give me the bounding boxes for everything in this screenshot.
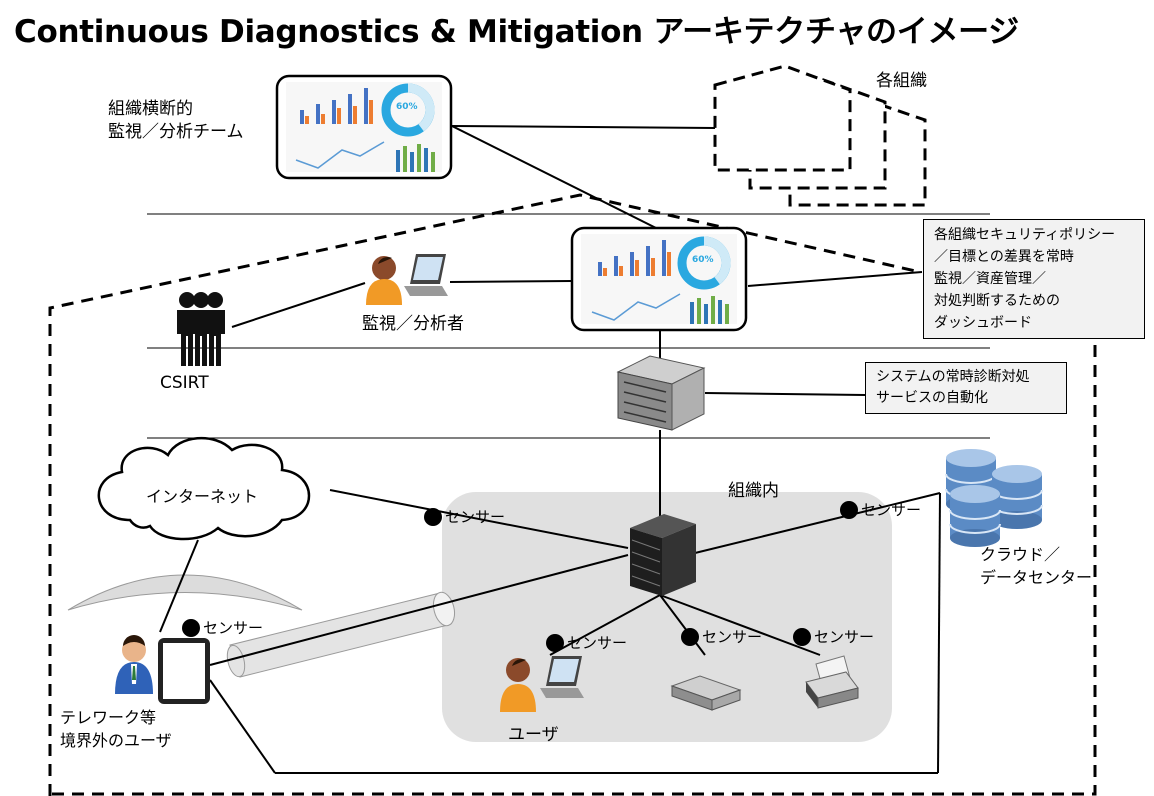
business-person-icon	[115, 635, 153, 694]
internal-label: 組織内	[728, 481, 779, 501]
cross-org-team-label: 組織横断的 監視／分析チーム	[108, 99, 244, 142]
telework-arc	[67, 574, 303, 611]
storage-device-icon	[670, 675, 742, 711]
dashboard-callout: 各組織セキュリティポリシー ／目標との差異を常時 監視／資産管理／ 対処判断する…	[923, 219, 1145, 339]
sensor-dot-4	[546, 634, 564, 652]
sensor-dot-3	[182, 619, 200, 637]
page-title: Continuous Diagnostics & Mitigation アーキテ…	[14, 14, 1019, 50]
sensor-dot-6	[793, 628, 811, 646]
automation-callout: システムの常時診断対処 サービスの自動化	[865, 362, 1067, 414]
org-boundary-dashed	[48, 193, 921, 796]
sensor-dot-2	[840, 501, 858, 519]
each-org-label: 各組織	[876, 71, 927, 91]
person-laptop-icon	[500, 656, 584, 712]
sensor-label: センサー	[861, 501, 922, 519]
gauge-value: 60%	[396, 102, 418, 112]
people-group-icon	[177, 292, 225, 366]
dashboard-icon	[275, 74, 453, 180]
gauge-value: 60%	[692, 255, 714, 265]
user-label: ユーザ	[508, 725, 559, 745]
sensor-dot-5	[681, 628, 699, 646]
monitor-analyst-label: 監視／分析者	[362, 314, 464, 334]
sensors	[182, 501, 858, 652]
csirt-label: CSIRT	[160, 373, 209, 393]
org-boundary-dashed-bottom	[50, 345, 1097, 796]
sensor-label: センサー	[702, 628, 763, 646]
dashboard-icon	[570, 226, 748, 332]
internet-label: インターネット	[146, 487, 259, 506]
telework-user-label: テレワーク等 境界外のユーザ	[60, 708, 172, 750]
person-laptop-icon	[366, 254, 448, 305]
sensor-label: センサー	[203, 619, 264, 637]
tablet-icon	[158, 638, 210, 704]
cloud-icon	[97, 436, 311, 541]
cloud-dc-label: クラウド／ データセンター	[980, 545, 1093, 587]
sensor-dot-1	[424, 508, 442, 526]
each-org-houses	[713, 64, 927, 207]
switch-icon	[630, 514, 696, 596]
printer-icon	[805, 655, 859, 709]
server-rack-icon	[616, 355, 706, 431]
sensor-label: センサー	[814, 628, 875, 646]
sensor-label: センサー	[567, 634, 628, 652]
database-icon	[945, 449, 1043, 547]
vpn-tunnel	[226, 591, 456, 678]
sensor-label: センサー	[445, 508, 506, 526]
connectors	[159, 125, 941, 774]
